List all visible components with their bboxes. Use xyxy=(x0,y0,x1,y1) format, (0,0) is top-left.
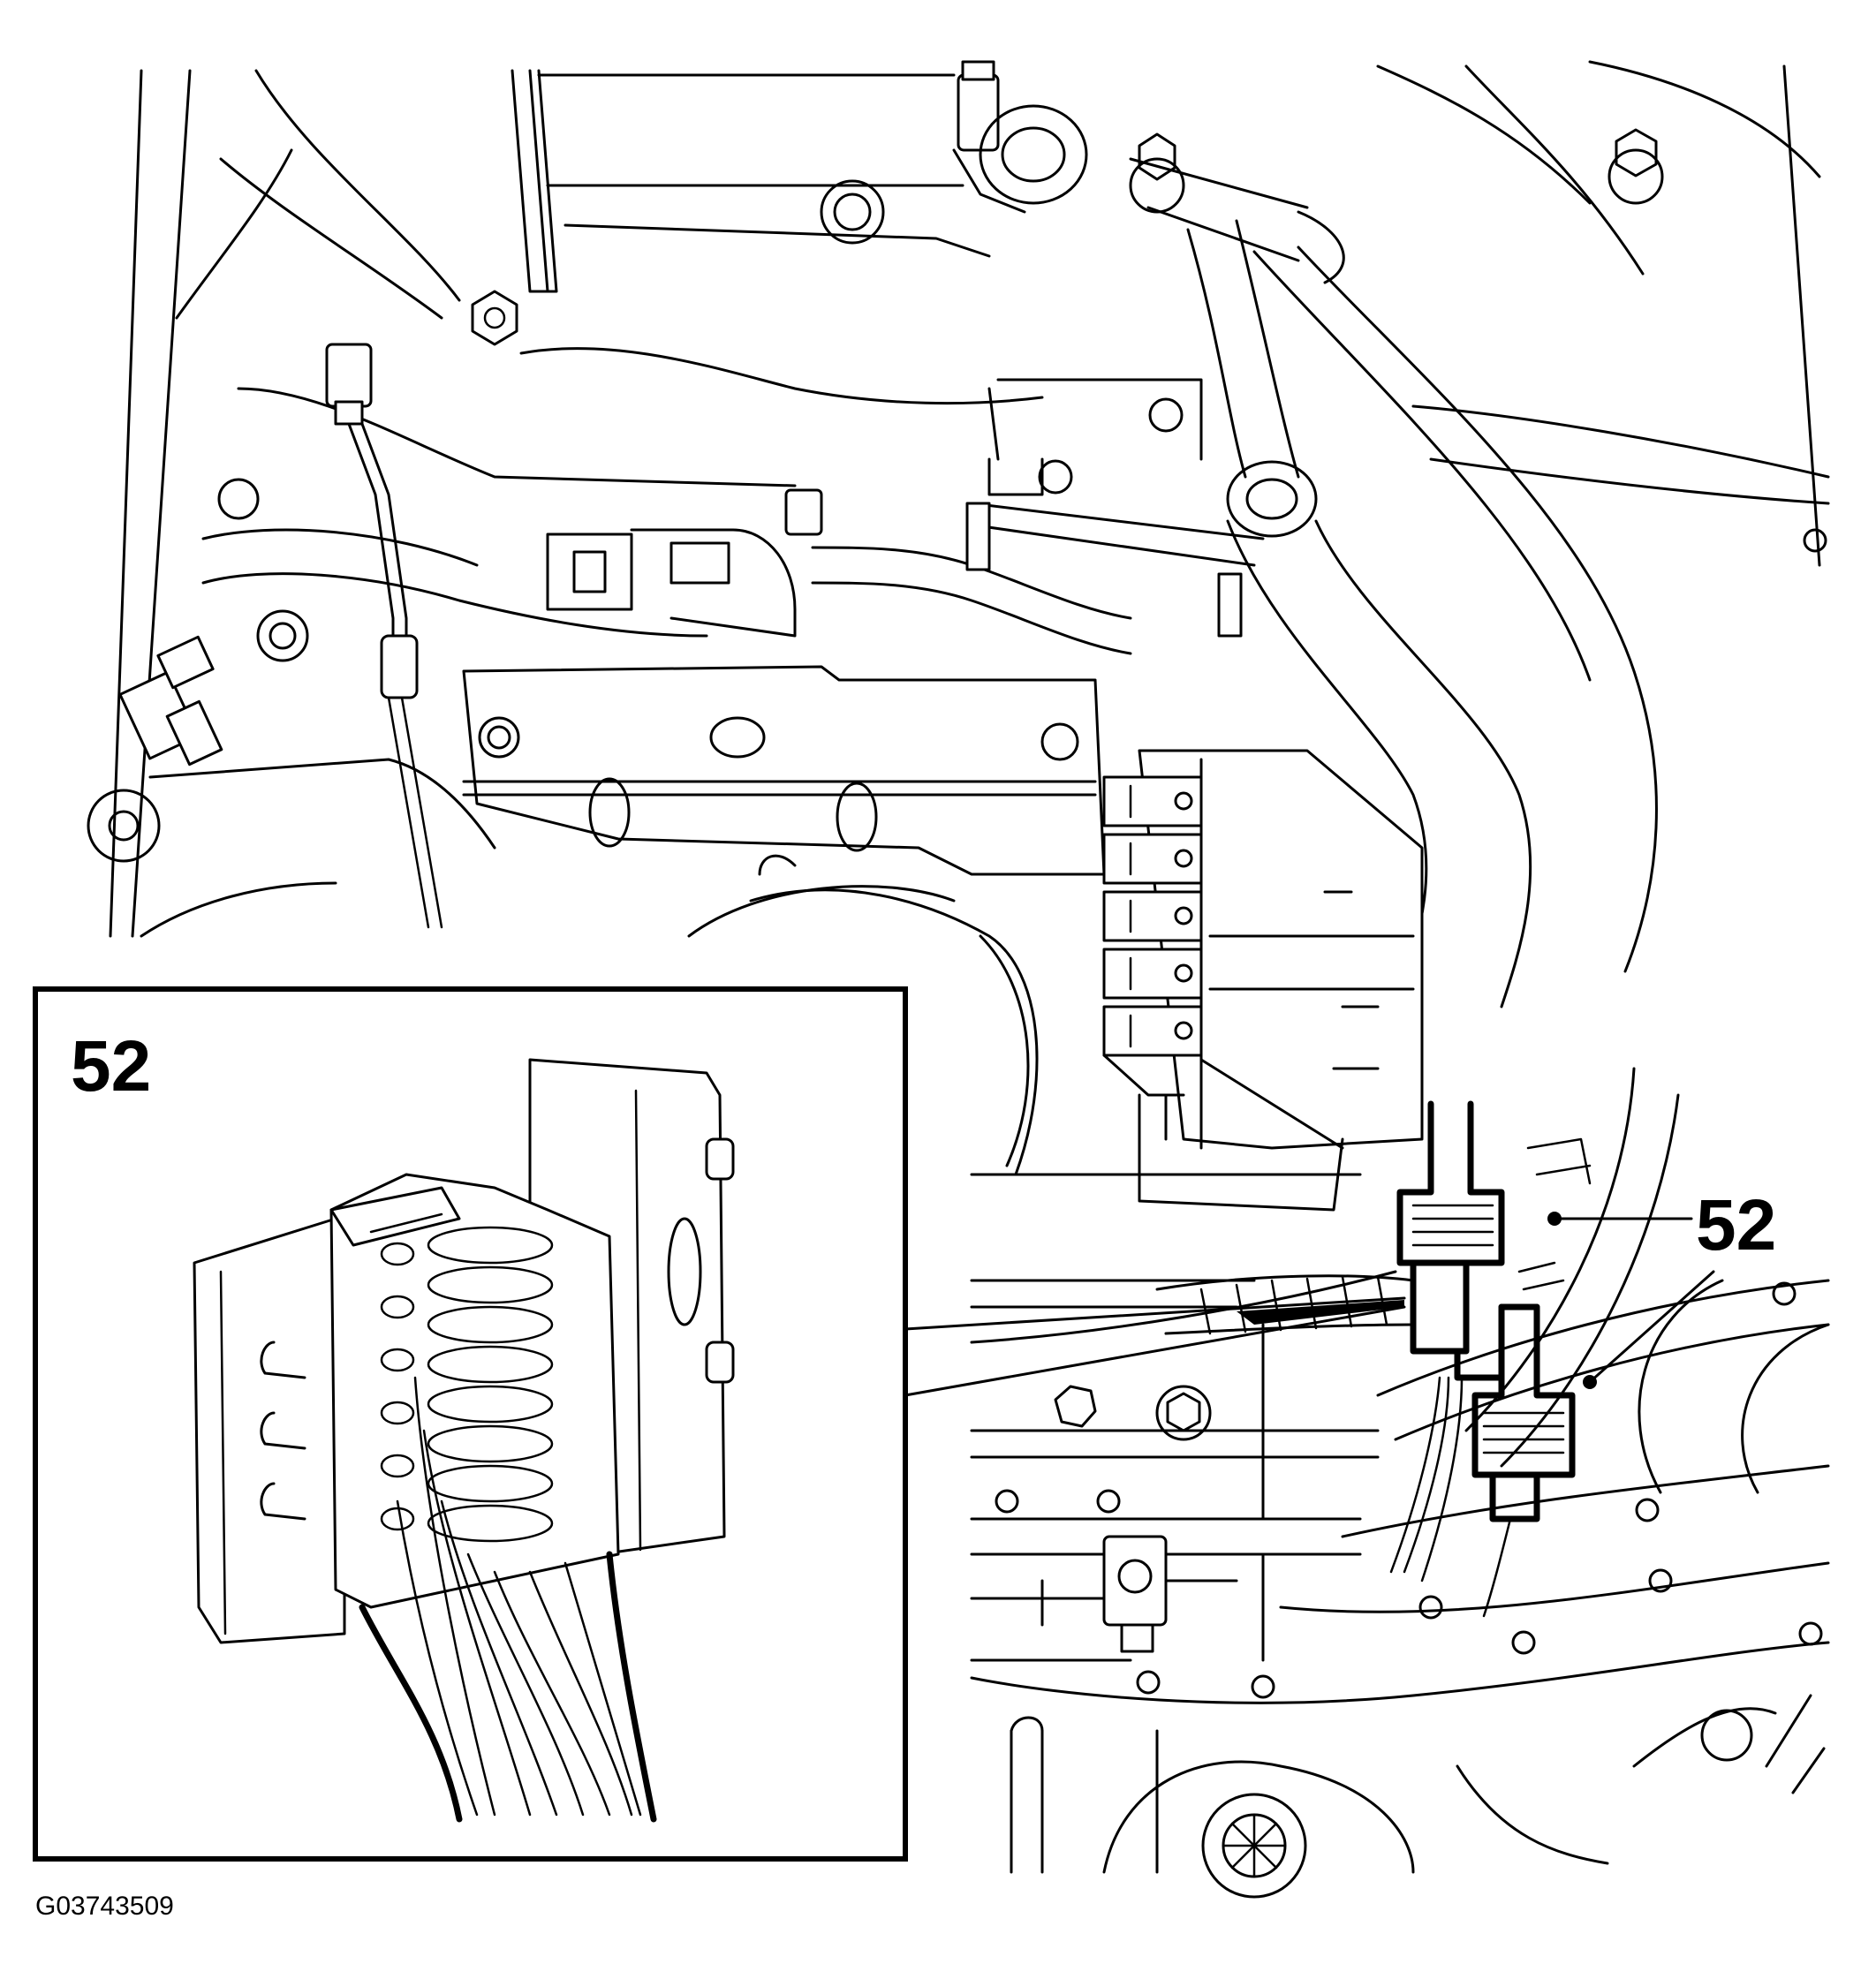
bracket-nut xyxy=(471,290,518,346)
callout-label: 52 xyxy=(1696,1185,1776,1265)
relay-module xyxy=(1102,749,1424,1212)
inset-terminal-holes xyxy=(380,1242,415,1531)
connector-52-pair xyxy=(1155,1100,1592,1618)
inset-front-slots xyxy=(260,1341,306,1521)
left-connector xyxy=(118,635,223,767)
callout-leader-line-lower xyxy=(1588,1270,1715,1384)
lower-plate-bolts xyxy=(995,1385,1212,1695)
upper-mid-connector xyxy=(546,488,823,638)
inset-wire-bundle xyxy=(359,1376,657,1823)
callout-52: 52 xyxy=(1547,1185,1776,1389)
magnifier-leader xyxy=(904,1296,1406,1397)
lower-sensor-bracket xyxy=(970,1535,1238,1653)
drain-plug xyxy=(1201,1793,1307,1899)
inset-detail: 52 xyxy=(33,986,908,1862)
inset-connector xyxy=(193,1058,735,1644)
inset-wire-cavities xyxy=(427,1226,554,1543)
battery-terminal xyxy=(952,60,1185,214)
lower-connector-ribs xyxy=(1482,1411,1565,1454)
sensor-probe xyxy=(325,343,443,929)
left-mount-bolts xyxy=(87,478,309,863)
upper-connector-ribs xyxy=(1411,1204,1494,1247)
relay-fuses xyxy=(1102,775,1203,1057)
main-harness-tube xyxy=(1186,219,1658,1008)
figure-code: G03743509 xyxy=(35,1892,174,1921)
mounting-bracket-plate xyxy=(462,665,1106,876)
beam-bolt xyxy=(820,179,885,245)
right-upper-bolt xyxy=(1607,128,1664,205)
inset-label: 52 xyxy=(71,1026,151,1107)
inset-latch-tabs xyxy=(705,1137,735,1384)
engine-bay-background xyxy=(87,60,1830,1899)
